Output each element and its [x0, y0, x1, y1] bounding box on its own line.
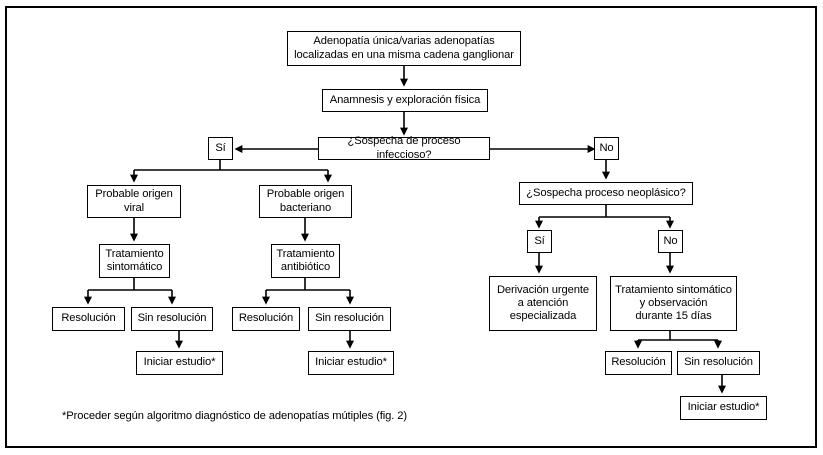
node-origen-viral: Probable origen viral [87, 185, 181, 218]
node-bacteriano-resolucion: Resolución [232, 307, 300, 331]
node-viral-resolucion: Resolución [52, 307, 125, 331]
node-viral-iniciar-estudio: Iniciar estudio* [136, 351, 223, 375]
node-tratamiento-sintomatico: Tratamiento sintomático [99, 244, 170, 278]
node-root: Adenopatía única/varias adenopatías loca… [287, 31, 521, 66]
node-origen-bacteriano: Probable origen bacteriano [259, 185, 352, 218]
node-tratamiento-antibiotico: Tratamiento antibiótico [271, 244, 340, 278]
figure-border [5, 6, 817, 448]
node-tratamiento-observacion: Tratamiento sintomático y observación du… [610, 276, 737, 331]
node-observacion-iniciar-estudio: Iniciar estudio* [680, 396, 767, 420]
node-neoplasico-no: No [658, 230, 683, 253]
node-observacion-sin-resolucion: Sin resolución [677, 351, 760, 375]
node-infeccioso-no: No [594, 137, 619, 160]
figure-footnote: *Proceder según algoritmo diagnóstico de… [62, 410, 407, 422]
node-infeccioso-si: Sí [208, 137, 233, 160]
node-anamnesis: Anamnesis y exploración física [322, 89, 488, 112]
node-bacteriano-iniciar-estudio: Iniciar estudio* [308, 351, 394, 375]
node-question-infeccioso: ¿Sospecha de proceso infeccioso? [318, 135, 490, 161]
node-derivacion-urgente: Derivación urgente a atención especializ… [489, 276, 597, 331]
node-neoplasico-si: Sí [527, 230, 552, 253]
node-observacion-resolucion: Resolución [605, 351, 672, 375]
node-bacteriano-sin-resolucion: Sin resolución [308, 307, 391, 331]
node-viral-sin-resolucion: Sin resolución [131, 307, 213, 331]
node-question-neoplasico: ¿Sospecha proceso neoplásico? [519, 182, 693, 205]
